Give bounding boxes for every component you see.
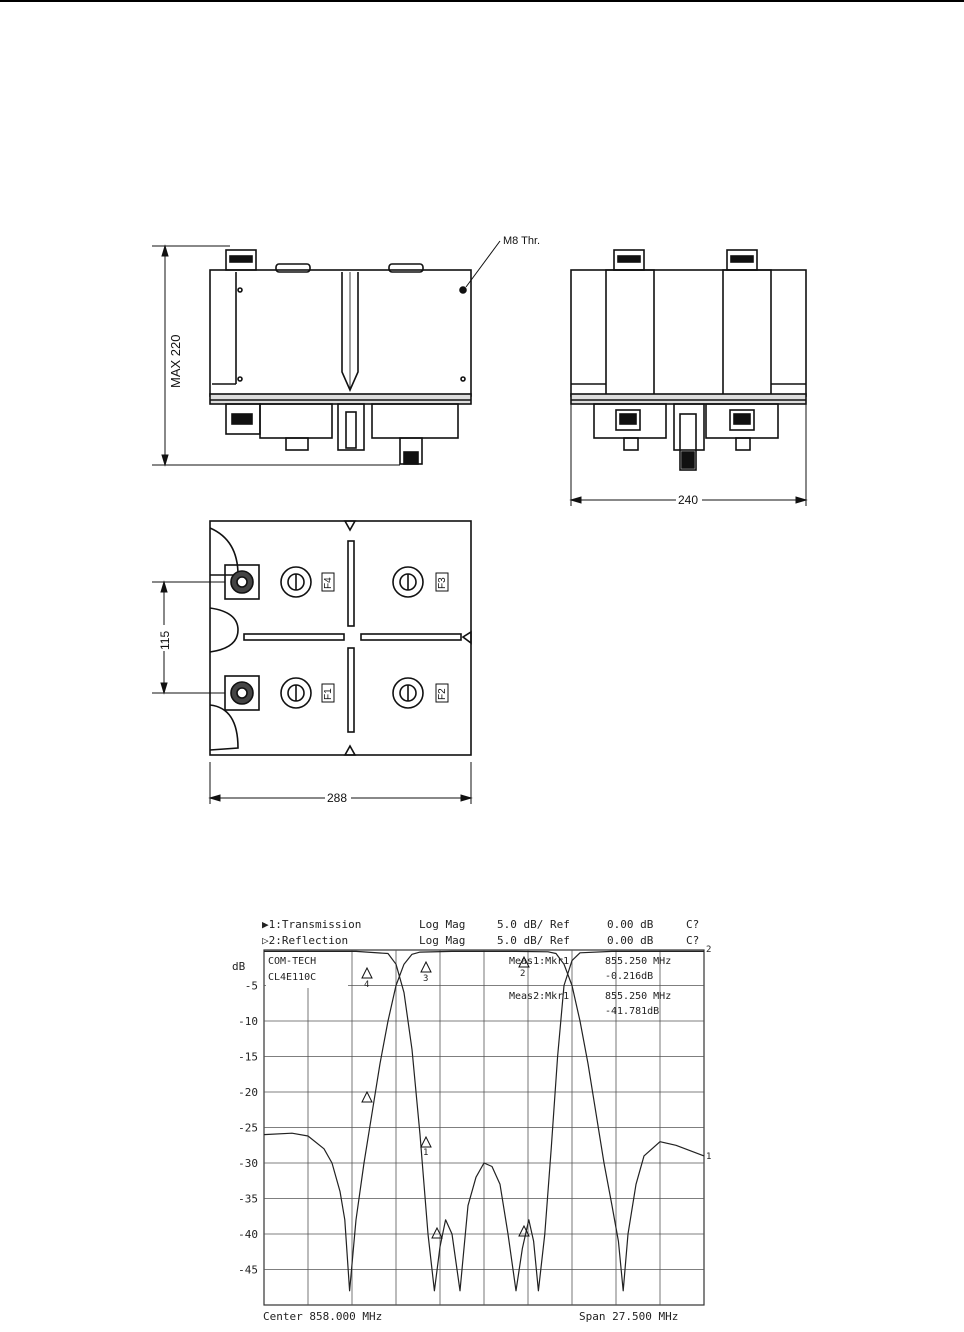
port-connector-bottom bbox=[225, 676, 259, 710]
brand-line-2: CL4E110C bbox=[268, 972, 316, 983]
tuning-screw-f1 bbox=[281, 678, 311, 708]
span-frequency: Span 27.500 MHz bbox=[579, 1310, 678, 1323]
side-view-drawing bbox=[571, 250, 806, 470]
ch2-flag: C? bbox=[686, 934, 699, 947]
meas1-freq: 855.250 MHz bbox=[605, 956, 671, 967]
port-label-f2: F2 bbox=[437, 688, 448, 700]
marker-4-top bbox=[362, 968, 372, 978]
marker-label-1: 1 bbox=[423, 1148, 428, 1158]
marker-4-transmission bbox=[362, 1092, 372, 1102]
marker-label-4: 4 bbox=[364, 980, 369, 990]
y-tick-label: -45 bbox=[238, 1264, 258, 1277]
trace-end-label-2: 2 bbox=[706, 945, 711, 955]
ch1-format: Log Mag bbox=[419, 918, 465, 931]
side-width-label: 240 bbox=[678, 493, 698, 507]
meas1-value: -0.216dB bbox=[605, 971, 653, 982]
y-unit-label: dB bbox=[232, 960, 246, 973]
tuning-screw-f2 bbox=[393, 678, 423, 708]
ch2-format: Log Mag bbox=[419, 934, 465, 947]
meas1-label: Meas1:Mkr1 bbox=[509, 956, 569, 967]
y-tick-label: -30 bbox=[238, 1157, 258, 1170]
meas2-value: -41.781dB bbox=[605, 1006, 659, 1017]
trace-end-label-1: 1 bbox=[706, 1152, 711, 1162]
y-tick-label: -25 bbox=[238, 1122, 258, 1135]
marker-triangles bbox=[362, 957, 529, 1238]
meas2-label: Meas2:Mkr1 bbox=[509, 991, 569, 1002]
plot-area: -5 -10 -15 -20 -25 -30 -35 -40 -45 bbox=[238, 950, 704, 1305]
ch2-ref: 0.00 dB bbox=[607, 934, 654, 947]
ch2-scale: 5.0 dB/ Ref bbox=[497, 934, 570, 947]
ch2-label: ▷2:Reflection bbox=[262, 934, 348, 947]
y-tick-label: -10 bbox=[238, 1015, 258, 1028]
marker-3-top bbox=[421, 962, 431, 972]
port-spacing-label: 115 bbox=[158, 631, 172, 650]
height-dimension bbox=[152, 246, 400, 465]
base-width-label: 288 bbox=[327, 791, 347, 805]
marker-label-2: 2 bbox=[520, 969, 525, 979]
marker-a-reflection bbox=[432, 1228, 442, 1238]
y-tick-label: -40 bbox=[238, 1228, 258, 1241]
port-label-f3: F3 bbox=[437, 577, 448, 589]
plot-grid bbox=[264, 950, 704, 1305]
y-tick-label: -5 bbox=[245, 980, 258, 993]
y-tick-labels: -5 -10 -15 -20 -25 -30 -35 -40 -45 bbox=[238, 980, 258, 1277]
ch1-flag: C? bbox=[686, 918, 699, 931]
marker-3-transmission bbox=[421, 1137, 431, 1147]
meas2-freq: 855.250 MHz bbox=[605, 991, 671, 1002]
ch1-ref: 0.00 dB bbox=[607, 918, 654, 931]
top-view-drawing bbox=[210, 521, 471, 755]
front-view-drawing bbox=[210, 250, 471, 464]
tuning-screw-f3 bbox=[393, 567, 423, 597]
analyzer-header: ▶1:Transmission Log Mag 5.0 dB/ Ref 0.00… bbox=[262, 918, 699, 947]
center-frequency: Center 858.000 MHz bbox=[263, 1310, 382, 1323]
y-tick-label: -35 bbox=[238, 1193, 258, 1206]
y-tick-label: -15 bbox=[238, 1051, 258, 1064]
ch1-label: ▶1:Transmission bbox=[262, 918, 361, 931]
thread-label: M8 Thr. bbox=[503, 235, 540, 247]
port-label-f1: F1 bbox=[323, 688, 334, 700]
brand-line-1: COM-TECH bbox=[268, 956, 316, 967]
y-tick-label: -20 bbox=[238, 1086, 258, 1099]
port-connector-top bbox=[225, 565, 259, 599]
marker-label-3: 3 bbox=[423, 974, 428, 984]
thread-leader-line bbox=[466, 241, 500, 287]
tuning-screw-f4 bbox=[281, 567, 311, 597]
port-label-f4: F4 bbox=[323, 577, 334, 589]
ch1-scale: 5.0 dB/ Ref bbox=[497, 918, 570, 931]
height-dimension-label: MAX 220 bbox=[168, 335, 183, 388]
